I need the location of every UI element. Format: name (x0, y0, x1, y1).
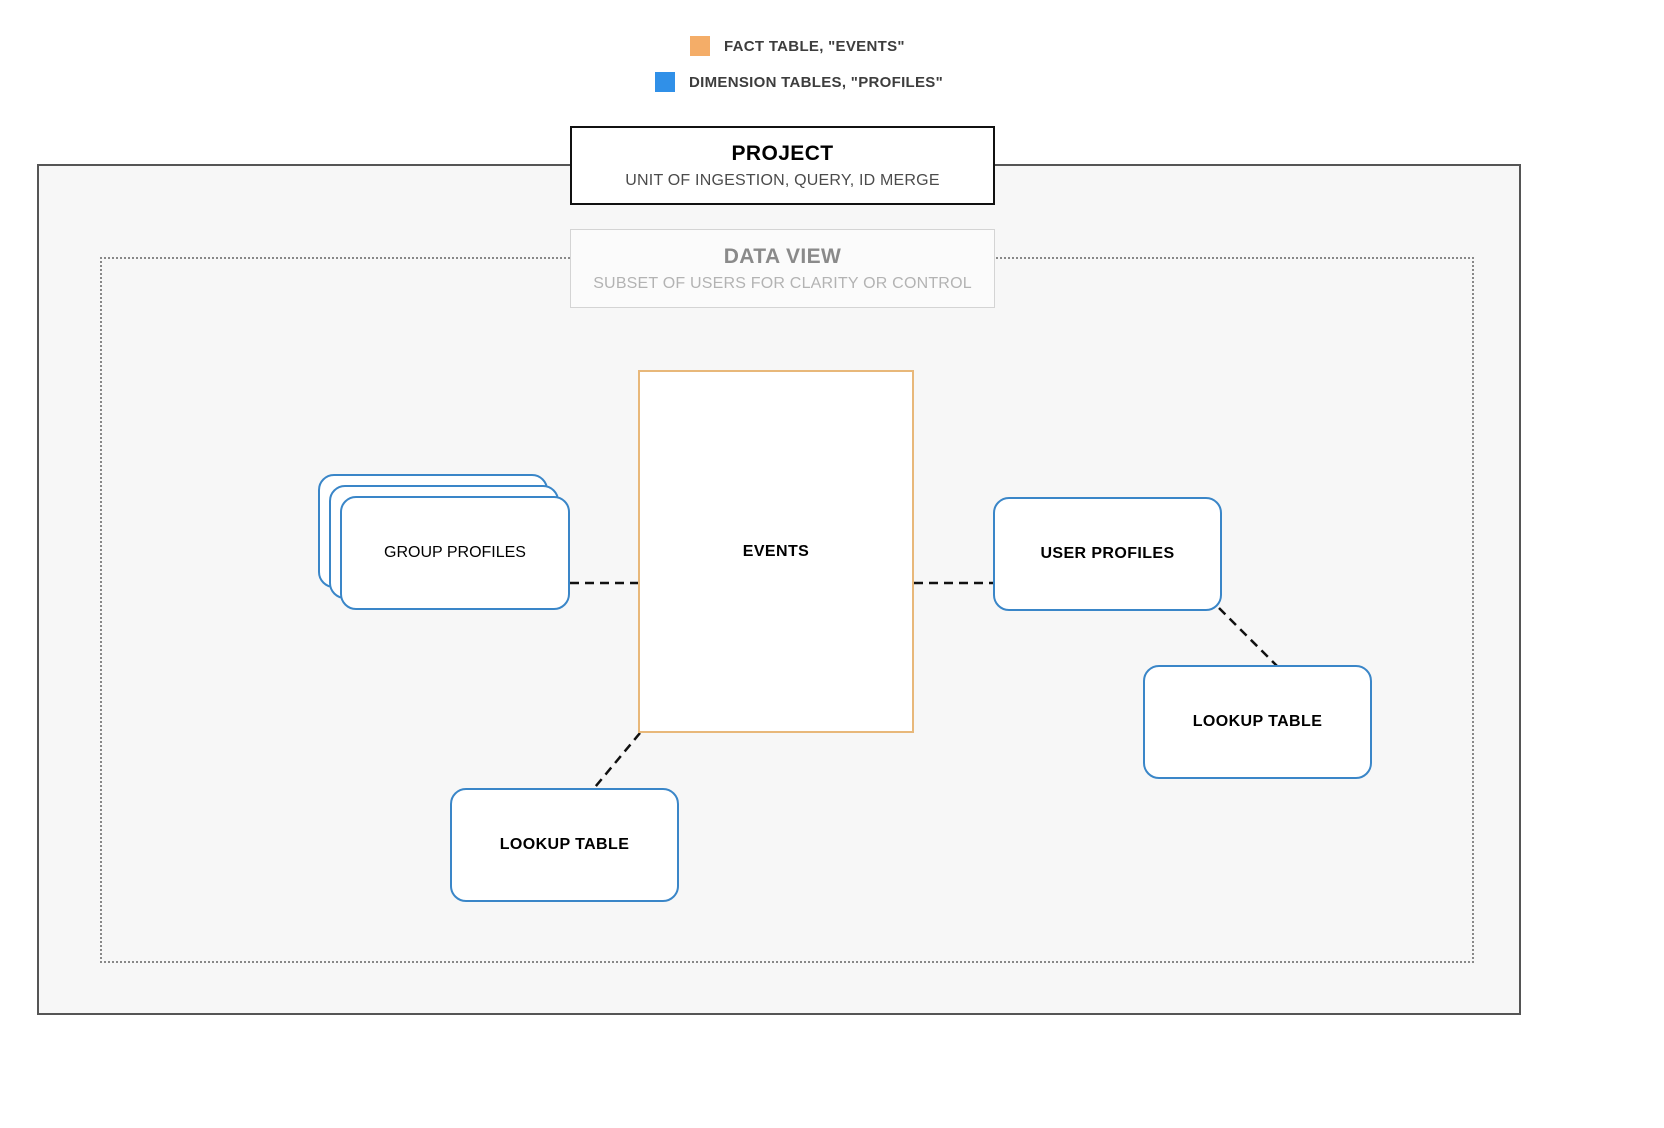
project-subtitle: UNIT OF INGESTION, QUERY, ID MERGE (625, 171, 940, 189)
node-group-profiles-label: GROUP PROFILES (384, 544, 526, 561)
node-lookup-table-left[interactable]: LOOKUP TABLE (450, 788, 679, 902)
square-swatch-icon (655, 72, 675, 92)
square-swatch-icon (690, 36, 710, 56)
data-view-label-box: DATA VIEW SUBSET OF USERS FOR CLARITY OR… (570, 229, 995, 308)
node-user-profiles-label: USER PROFILES (1040, 545, 1175, 562)
node-events[interactable]: EVENTS (638, 370, 914, 733)
node-lookup-table-left-label: LOOKUP TABLE (499, 836, 630, 853)
legend-label-dimension-tables: DIMENSION TABLES, "PROFILES" (689, 73, 944, 91)
legend-item-fact-table: FACT TABLE, "EVENTS" (690, 36, 905, 56)
legend-item-dimension-tables: DIMENSION TABLES, "PROFILES" (655, 72, 943, 92)
legend-label-fact-table: FACT TABLE, "EVENTS" (724, 37, 905, 55)
node-events-label: EVENTS (742, 542, 810, 560)
data-view-subtitle: SUBSET OF USERS FOR CLARITY OR CONTROL (593, 274, 972, 292)
project-title: PROJECT (731, 141, 834, 165)
node-lookup-table-right-label: LOOKUP TABLE (1192, 713, 1323, 730)
group-profiles-stack-card-front[interactable]: GROUP PROFILES (340, 496, 570, 610)
node-group-profiles[interactable]: GROUP PROFILES (318, 474, 570, 610)
project-label-box: PROJECT UNIT OF INGESTION, QUERY, ID MER… (570, 126, 995, 205)
node-lookup-table-right[interactable]: LOOKUP TABLE (1143, 665, 1372, 779)
node-user-profiles[interactable]: USER PROFILES (993, 497, 1222, 611)
data-view-title: DATA VIEW (723, 244, 842, 268)
